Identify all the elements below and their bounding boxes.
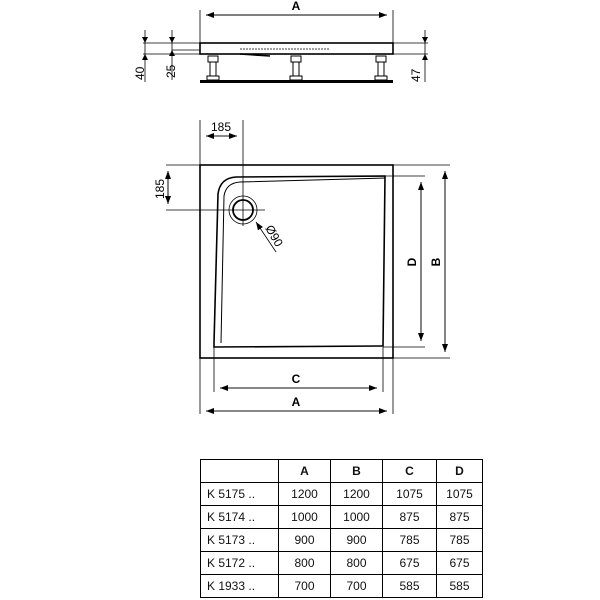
cell-d: 675	[436, 551, 483, 575]
side-width-label: A	[292, 0, 301, 13]
header-b: B	[330, 459, 383, 483]
cell-a: 800	[278, 551, 331, 575]
table-row: K 5174 .. 1000 1000 875 875	[200, 505, 483, 529]
header-model	[200, 459, 279, 483]
header-d: D	[436, 459, 483, 483]
cell-a: 1000	[278, 505, 331, 529]
cell-a: 900	[278, 528, 331, 552]
header-c: C	[382, 459, 437, 483]
drain-offset-x: 185	[211, 120, 231, 134]
outer-width-label: A	[292, 395, 301, 409]
cell-model: K 5172 ..	[200, 551, 279, 575]
cell-model: K 5175 ..	[200, 482, 279, 506]
table-row: K 5175 .. 1200 1200 1075 1075	[200, 482, 483, 506]
dim-tray-height: 25	[164, 64, 178, 78]
cell-model: K 5174 ..	[200, 505, 279, 529]
cell-d: 1075	[436, 482, 483, 506]
inner-width-label: C	[292, 372, 301, 386]
dim-leg-height: 47	[409, 68, 423, 82]
table-row: K 5172 .. 800 800 675 675	[200, 551, 483, 575]
dim-total-height: 40	[133, 66, 147, 80]
cell-c: 875	[382, 505, 437, 529]
cell-a: 700	[278, 574, 331, 598]
cell-c: 675	[382, 551, 437, 575]
cell-model: K 1933 ..	[200, 574, 279, 598]
cell-b: 900	[330, 528, 383, 552]
cell-c: 785	[382, 528, 437, 552]
dimensions-table: A B C D K 5175 .. 1200 1200 1075 1075 K …	[200, 459, 483, 598]
inner-depth-label: D	[405, 257, 419, 266]
cell-b: 1000	[330, 505, 383, 529]
cell-model: K 5173 ..	[200, 528, 279, 552]
table-row: K 5173 .. 900 900 785 785	[200, 528, 483, 552]
cell-d: 585	[436, 574, 483, 598]
drain-offset-y: 185	[153, 179, 167, 199]
cell-d: 875	[436, 505, 483, 529]
cell-c: 585	[382, 574, 437, 598]
plan-view: 185 185 Ø90 C A D B	[153, 120, 450, 414]
table-row: K 1933 .. 700 700 585 585	[200, 574, 483, 598]
cell-d: 785	[436, 528, 483, 552]
table-header-row: A B C D	[200, 459, 483, 483]
side-view: A 40 25 47	[133, 0, 428, 83]
outer-depth-label: B	[429, 257, 443, 266]
cell-b: 1200	[330, 482, 383, 506]
cell-c: 1075	[382, 482, 437, 506]
cell-b: 700	[330, 574, 383, 598]
cell-a: 1200	[278, 482, 331, 506]
cell-b: 800	[330, 551, 383, 575]
header-a: A	[278, 459, 331, 483]
